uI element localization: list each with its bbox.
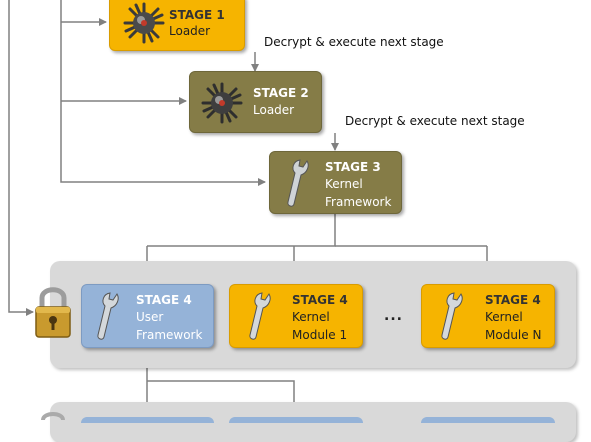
stage2-node: STAGE 2 Loader — [189, 71, 322, 133]
stage4-mod1-subtitle-line2: Module 1 — [292, 328, 348, 342]
stage1-subtitle: Loader — [169, 24, 211, 38]
edge-label-stage2-stage3: Decrypt & execute next stage — [345, 114, 525, 128]
wrench-icon — [441, 292, 463, 340]
stage4-modn-title: STAGE 4 — [485, 293, 541, 307]
stage4-user-subtitle-line1: User — [136, 310, 164, 324]
stage4-kernel-module-n-node: STAGE 4 Kernel Module N — [421, 284, 555, 348]
padlock-icon — [35, 287, 71, 338]
diagram-canvas: STAGE 1 Loader STAGE 2 Loader Decrypt & … — [8, 0, 576, 442]
stage4-user-framework-node: STAGE 4 User Framework — [81, 284, 214, 348]
stage4-user-title: STAGE 4 — [136, 293, 192, 307]
stage3-title: STAGE 3 — [325, 160, 381, 174]
stage1-title: STAGE 1 — [169, 8, 225, 22]
stage4-modn-subtitle-line1: Kernel — [485, 310, 523, 324]
spiked-mine-icon — [123, 2, 165, 44]
stage3-subtitle-line1: Kernel — [325, 177, 363, 191]
stage5-node-stub — [229, 417, 363, 423]
padlock-icon — [41, 412, 65, 420]
stage5-node-stub — [81, 417, 214, 423]
wrench-icon — [249, 292, 271, 340]
feeder-line-outer — [8, 0, 34, 316]
stage3-node: STAGE 3 Kernel Framework — [269, 151, 402, 214]
stage4-mod1-title: STAGE 4 — [292, 293, 348, 307]
more-modules-ellipsis: ... — [384, 308, 403, 324]
edge-label-stage1-stage2: Decrypt & execute next stage — [264, 35, 444, 49]
wrench-icon — [97, 292, 119, 340]
stage3-subtitle-line2: Framework — [325, 195, 392, 209]
spiked-mine-icon — [201, 82, 243, 124]
stage2-title: STAGE 2 — [253, 86, 309, 100]
stage4-mod1-subtitle-line1: Kernel — [292, 310, 330, 324]
fanout-trunk — [147, 214, 336, 247]
feeder-line-inner — [60, 0, 266, 186]
stage2-subtitle: Loader — [253, 103, 295, 117]
stage5-node-stub — [421, 417, 555, 423]
stage4-user-subtitle-line2: Framework — [136, 328, 203, 342]
stage4-kernel-module-1-node: STAGE 4 Kernel Module 1 — [229, 284, 363, 348]
stage4-modn-subtitle-line2: Module N — [485, 328, 542, 342]
wrench-icon — [287, 159, 309, 207]
stage1-node: STAGE 1 Loader — [109, 0, 245, 51]
